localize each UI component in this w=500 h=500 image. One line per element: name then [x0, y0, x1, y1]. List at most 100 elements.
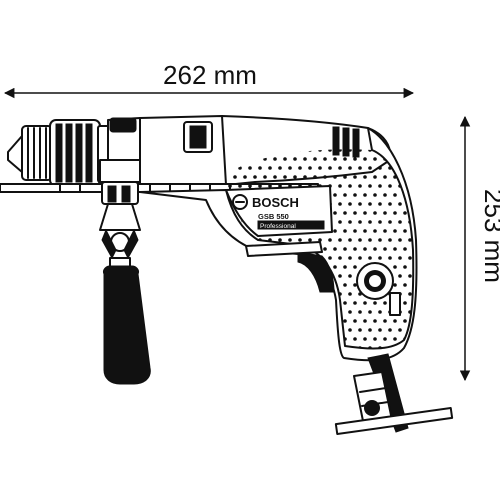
model-name: GSB 550: [258, 212, 289, 221]
grip-dot: [388, 220, 392, 224]
grip-dot: [308, 310, 312, 314]
grip-dot: [248, 274, 252, 278]
grip-dot: [238, 310, 242, 314]
grip-dot: [258, 292, 262, 296]
grip-dot: [358, 184, 362, 188]
grip-dot: [298, 328, 302, 332]
grip-dot: [328, 256, 332, 260]
grip-dot: [413, 193, 414, 197]
grip-dot: [363, 211, 367, 215]
grip-dot: [233, 283, 237, 287]
grip-dot: [318, 292, 322, 296]
grip-dot: [343, 175, 347, 179]
grip-dot: [238, 346, 242, 349]
grip-dot: [228, 238, 232, 242]
grip-dot: [353, 319, 357, 323]
grip-dot: [413, 175, 414, 179]
trigger: [297, 251, 335, 293]
grip-dot: [363, 175, 367, 179]
grip-dot: [303, 283, 307, 287]
grip-dot: [323, 157, 327, 161]
grip-dot: [383, 301, 387, 305]
grip-dot: [258, 166, 262, 170]
grip-dot: [303, 301, 307, 305]
grip-dot: [328, 328, 332, 332]
grip-dot: [363, 229, 367, 233]
chuck-key: [334, 406, 454, 436]
grip-dot: [333, 211, 337, 215]
grip-dot: [228, 310, 232, 314]
grip-dot: [378, 328, 382, 332]
grip-dot: [328, 238, 332, 242]
grip-dot: [373, 247, 377, 251]
grip-dot: [338, 149, 342, 152]
grip-dot: [248, 328, 252, 332]
grip-dot: [368, 202, 372, 206]
grip-dot: [313, 175, 317, 179]
width-dimension-label: 262 mm: [163, 60, 257, 90]
grip-dot: [373, 157, 377, 161]
grip-dot: [313, 337, 317, 341]
grip-dot: [258, 256, 262, 260]
grip-dot: [358, 149, 362, 152]
grip-dot: [313, 283, 317, 287]
brand-name: BOSCH: [252, 195, 299, 210]
grip-dot: [403, 283, 407, 287]
grip-dot: [253, 283, 257, 287]
grip-dot: [358, 238, 362, 242]
grip-dot: [388, 256, 392, 260]
grip-dot: [263, 319, 267, 323]
grip-dot: [343, 193, 347, 197]
grip-dot: [248, 184, 252, 188]
grip-dot: [363, 193, 367, 197]
grip-dot: [333, 157, 337, 161]
grip-dot: [358, 328, 362, 332]
grip-dot: [233, 247, 237, 251]
grip-dot: [408, 292, 412, 296]
grip-dot: [313, 301, 317, 305]
grip-dot: [283, 175, 287, 179]
grip-dot: [268, 256, 272, 260]
grip-dot: [273, 265, 277, 269]
grip-dot: [383, 337, 387, 341]
grip-dot: [228, 328, 232, 332]
grip-dot: [228, 274, 232, 278]
grip-dot: [378, 184, 382, 188]
grip-dot: [393, 319, 397, 323]
grip-dot: [298, 346, 302, 349]
grip-dot: [333, 229, 337, 233]
grip-dot: [248, 346, 252, 349]
grip-dot: [293, 283, 297, 287]
grip-dot: [268, 184, 272, 188]
grip-dot: [323, 301, 327, 305]
grip-dot: [258, 184, 262, 188]
grip-dot: [338, 166, 342, 170]
grip-dot: [253, 265, 257, 269]
grip-dot: [368, 346, 372, 349]
grip-dot: [338, 238, 342, 242]
grip-dot: [393, 283, 397, 287]
grip-dot: [273, 157, 277, 161]
grip-dot: [308, 166, 312, 170]
grip-dot: [333, 193, 337, 197]
grip-dot: [398, 220, 402, 224]
grip-dot: [403, 157, 407, 161]
grip-dot: [388, 202, 392, 206]
grip-dot: [358, 202, 362, 206]
grip-dot: [398, 328, 402, 332]
grip-dot: [268, 274, 272, 278]
grip-dot: [243, 175, 247, 179]
grip-dot: [278, 310, 282, 314]
grip-dot: [373, 337, 377, 341]
grip-dot: [338, 256, 342, 260]
grip-dot: [343, 211, 347, 215]
grip-dot: [263, 265, 267, 269]
grip-dot: [268, 328, 272, 332]
grip-dot: [288, 274, 292, 278]
grip-dot: [258, 346, 262, 349]
grip-dot: [298, 274, 302, 278]
speed-dial: [356, 262, 394, 300]
grip-dot: [238, 328, 242, 332]
grip-dot: [278, 274, 282, 278]
chuck: [7, 119, 111, 187]
